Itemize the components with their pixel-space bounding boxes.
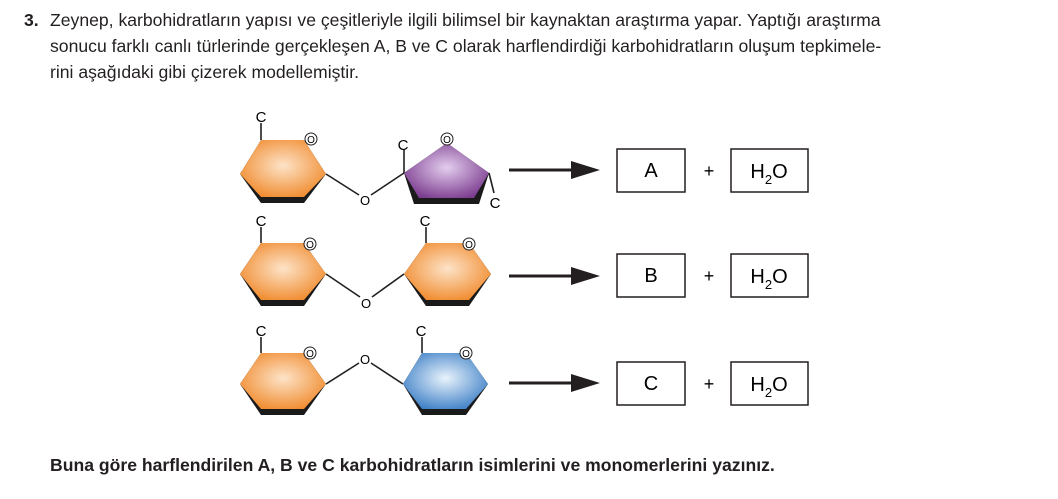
svg-text:O: O (306, 240, 314, 251)
product-label-a: A (644, 160, 658, 182)
product-box-c (616, 361, 686, 406)
svg-text:O: O (465, 240, 473, 251)
product-label-c: C (644, 373, 658, 395)
svg-text:O: O (443, 135, 451, 146)
bridge-oxygen-label: O (360, 193, 370, 208)
hexagon-ring-orange (404, 243, 491, 306)
ring-oxygen-marker: O (462, 237, 476, 251)
carbon-label: C (398, 137, 409, 154)
water-box (730, 148, 809, 193)
product-box-b (616, 253, 686, 298)
carbon-label: C (256, 109, 267, 126)
reaction-arrow (509, 374, 600, 392)
water-formula: H2O (750, 266, 787, 292)
instruction-text: Buna göre harflendirilen A, B ve C karbo… (50, 455, 775, 475)
pentagon-ring-purple (404, 143, 489, 204)
question-number: 3. (24, 10, 39, 30)
plus-sign: + (704, 374, 715, 394)
ring-oxygen-marker: O (303, 346, 317, 360)
reaction-row-b: C O O C O B + H2O (240, 213, 809, 311)
plus-sign: + (704, 266, 715, 286)
ring-oxygen-marker: O (304, 132, 318, 146)
reaction-row-a: C O O C O C A + H2O (240, 109, 809, 212)
product-label-b: B (644, 265, 657, 287)
question-text: 3.Zeynep, karbohidratların yapısı ve çeş… (24, 7, 1044, 85)
carbon-label: C (416, 323, 427, 340)
hexagon-ring-orange (240, 140, 326, 203)
water-formula: H2O (750, 374, 787, 400)
hexagon-ring-blue (403, 353, 488, 415)
bridge-oxygen-label: O (360, 352, 370, 367)
reaction-row-c: C O O C O C + H2O (240, 323, 809, 415)
carbon-label: C (490, 195, 501, 212)
hexagon-ring-orange (240, 353, 326, 415)
ring-oxygen-marker: O (459, 346, 473, 360)
product-box-a (616, 148, 686, 193)
svg-text:O: O (307, 135, 315, 146)
reaction-arrow (509, 161, 600, 179)
carbon-label: C (256, 323, 267, 340)
reaction-arrow (509, 267, 600, 285)
question-line-3: rini aşağıdaki gibi çizerek modellemişti… (50, 62, 359, 82)
svg-text:O: O (306, 349, 314, 360)
hexagon-ring-orange (240, 243, 326, 306)
plus-sign: + (704, 161, 715, 181)
question-line-2: sonucu farklı canlı türlerinde gerçekleş… (50, 36, 882, 56)
ring-oxygen-marker: O (440, 132, 454, 146)
water-formula: H2O (750, 161, 787, 187)
ring-oxygen-marker: O (303, 237, 317, 251)
bridge-oxygen-label: O (361, 296, 371, 311)
svg-text:O: O (462, 349, 470, 360)
water-box (730, 253, 809, 298)
water-box (730, 361, 809, 406)
question-line-1: 3.Zeynep, karbohidratların yapısı ve çeş… (24, 7, 1044, 33)
carbon-label: C (256, 213, 267, 230)
carbon-label: C (420, 213, 431, 230)
